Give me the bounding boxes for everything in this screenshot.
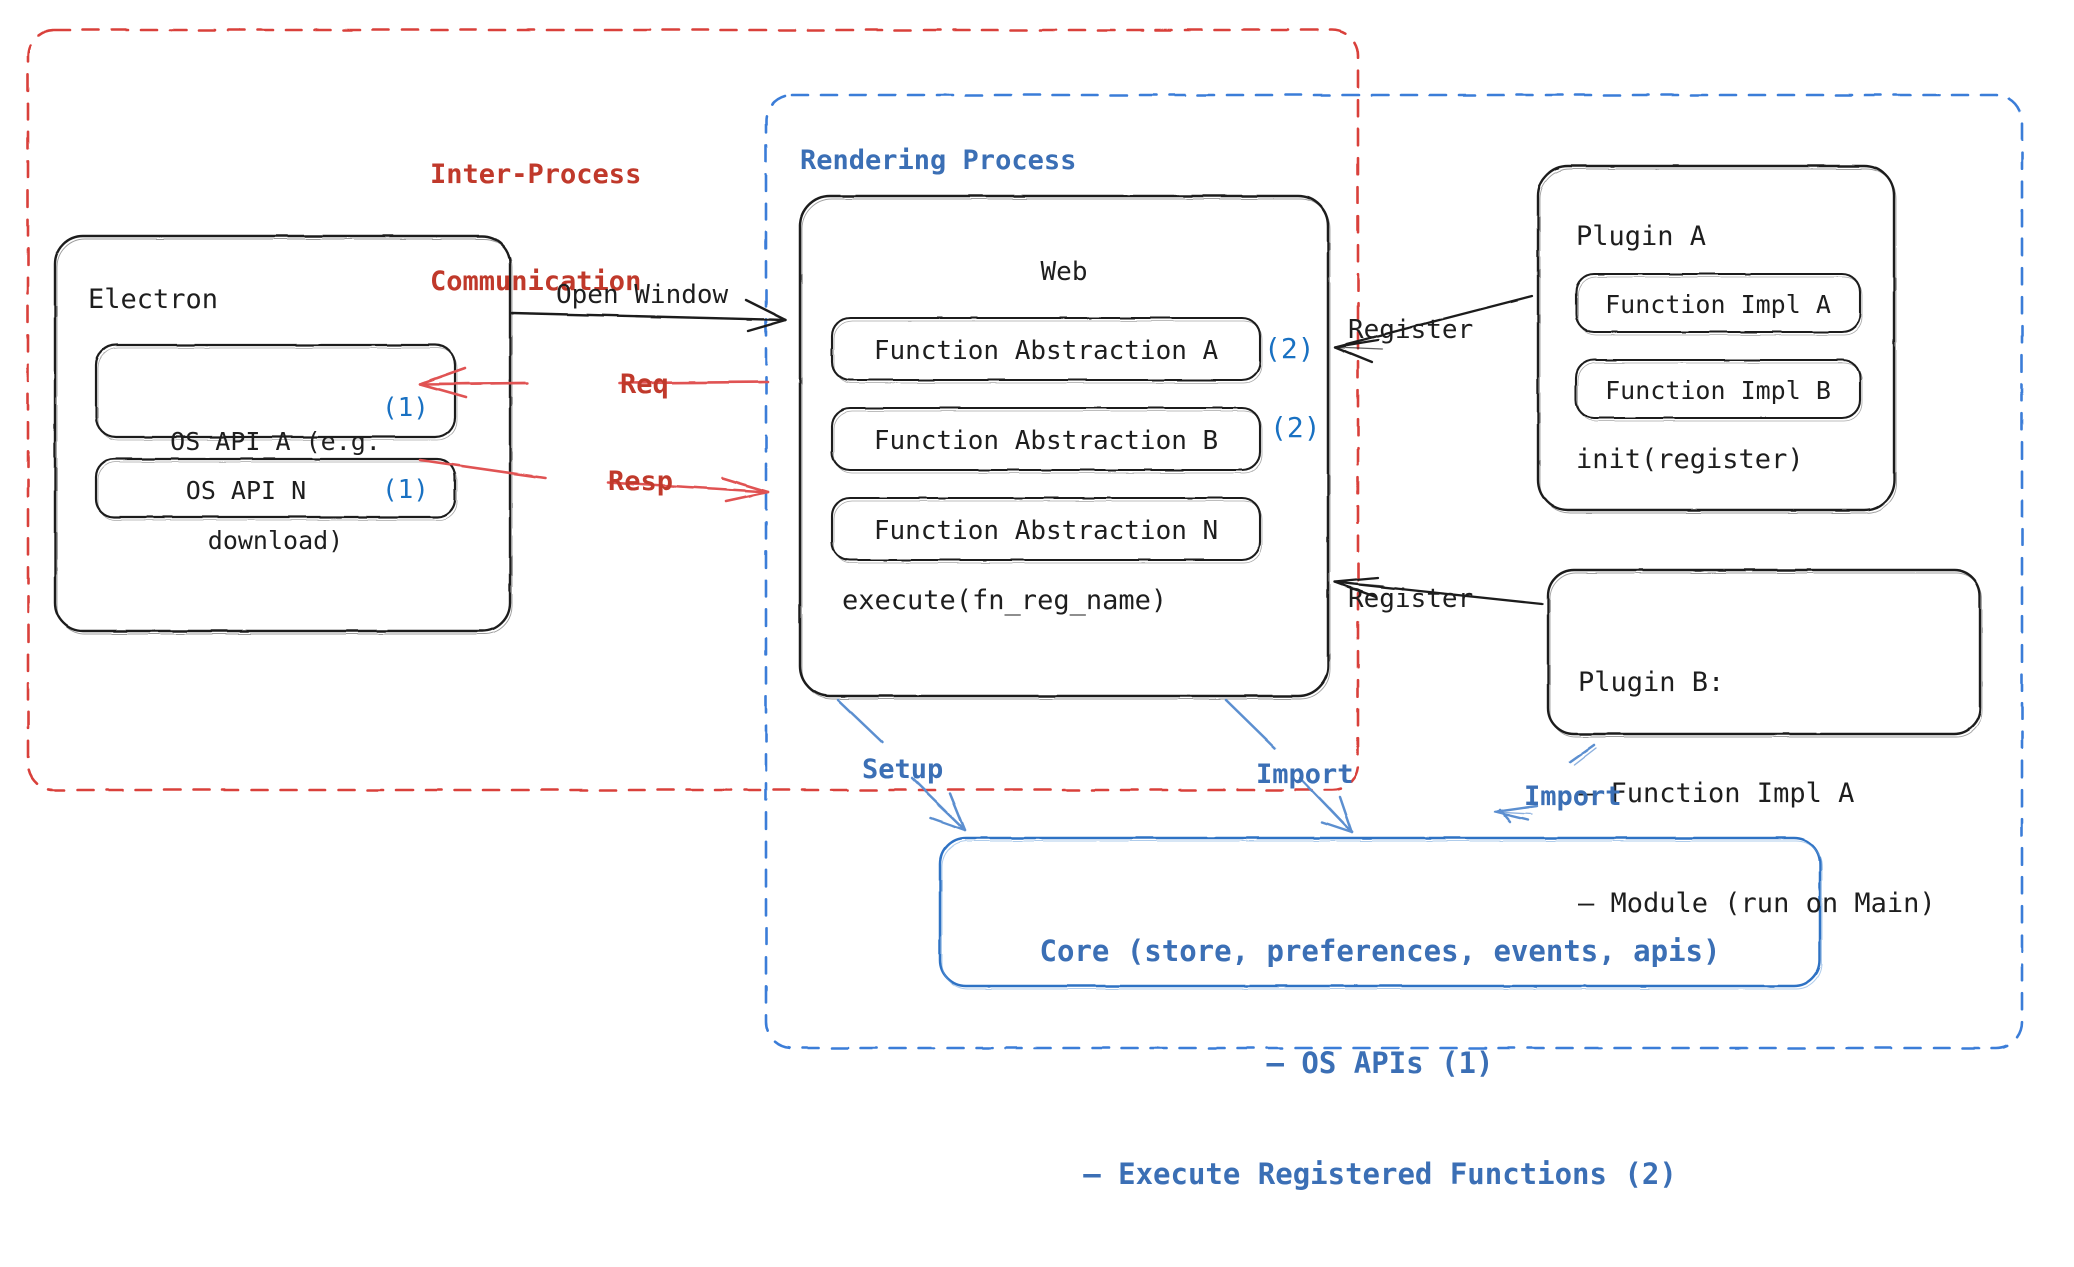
web-title: Web (1040, 257, 1088, 287)
os-api-a-line-2: download) (207, 526, 344, 555)
edge-import-plugin (1493, 743, 1597, 824)
os-api-n-badge: (1) (382, 475, 429, 505)
edge-req (418, 366, 770, 399)
function-impl-a-box (1574, 272, 1863, 336)
ipc-group-border (26, 28, 1360, 792)
edge-register-a-label: Register (1348, 315, 1474, 345)
ipc-label-line-1: Inter-Process (430, 159, 642, 191)
function-impl-b-label: Function Impl B (1605, 376, 1831, 405)
core-line-3: — Execute Registered Functions (2) (1083, 1156, 1677, 1191)
diagram-shapes-layer (26, 28, 2024, 1050)
function-abstraction-a-label: Function Abstraction A (873, 336, 1219, 366)
ipc-label-line-2: Communication (430, 266, 642, 298)
web-footer-label: execute(fn_reg_name) (842, 585, 1168, 616)
rendering-process-group-border (764, 93, 2024, 1050)
edge-open-window-label: Open Window (556, 280, 729, 310)
plugin-b-box (1546, 568, 1983, 738)
edge-setup-label: Setup (862, 754, 944, 785)
plugin-a-box (1536, 164, 1897, 514)
function-abstraction-n-box (830, 496, 1263, 564)
edge-setup (836, 698, 967, 832)
os-api-a-badge: (1) (382, 393, 429, 423)
core-box (938, 836, 1823, 990)
edge-resp-label: Resp (608, 466, 674, 497)
edge-register-a (1333, 294, 1534, 364)
plugin-b-line-1: — Function Impl A (1578, 777, 1855, 809)
function-abstraction-b-box (830, 406, 1263, 474)
os-api-a-box (94, 343, 458, 441)
os-api-a-label: OS API A (e.g. download) (96, 359, 455, 623)
function-impl-b-box (1574, 358, 1863, 422)
function-abstraction-n-label: Function Abstraction N (873, 516, 1219, 546)
plugin-a-title: Plugin A (1576, 221, 1707, 252)
core-content: Core (store, preferences, events, apis) … (940, 859, 1820, 1267)
function-abstraction-b-label: Function Abstraction B (873, 426, 1219, 456)
function-abstraction-a-box (830, 316, 1263, 384)
edge-req-label: Req (620, 369, 669, 400)
electron-title: Electron (88, 284, 219, 315)
function-impl-a-label: Function Impl A (1605, 290, 1831, 319)
edge-import-plugin-label: Import (1524, 781, 1622, 812)
plugin-a-footer-label: init(register) (1576, 444, 1804, 475)
rendering-process-group-label: Rendering Process (800, 145, 1077, 176)
os-api-n-box (94, 457, 458, 521)
edge-resp (418, 458, 770, 503)
edge-import-web-label: Import (1256, 759, 1354, 790)
os-api-a-line-1: OS API A (e.g. (170, 427, 381, 456)
plugin-b-line-2: — Module (run on Main) (1578, 887, 1936, 919)
edge-import-web (1224, 698, 1354, 834)
function-abstraction-b-badge: (2) (1270, 411, 1321, 444)
ipc-group-label: Inter-Process Communication (430, 86, 641, 371)
plugin-b-content: Plugin B: — Function Impl A — Module (ru… (1578, 592, 1936, 996)
core-line-1: Core (store, preferences, events, apis) (1039, 934, 1721, 969)
core-line-2: — OS APIs (1) (1266, 1045, 1494, 1080)
edge-open-window (510, 298, 788, 333)
edge-register-b (1333, 576, 1544, 606)
edge-register-b-label: Register (1348, 584, 1474, 614)
function-abstraction-a-badge: (2) (1264, 332, 1315, 365)
plugin-b-title: Plugin B: (1578, 667, 1725, 699)
architecture-diagram: Inter-Process Communication Rendering Pr… (26, 28, 2024, 1191)
os-api-n-label: OS API N (185, 476, 307, 505)
